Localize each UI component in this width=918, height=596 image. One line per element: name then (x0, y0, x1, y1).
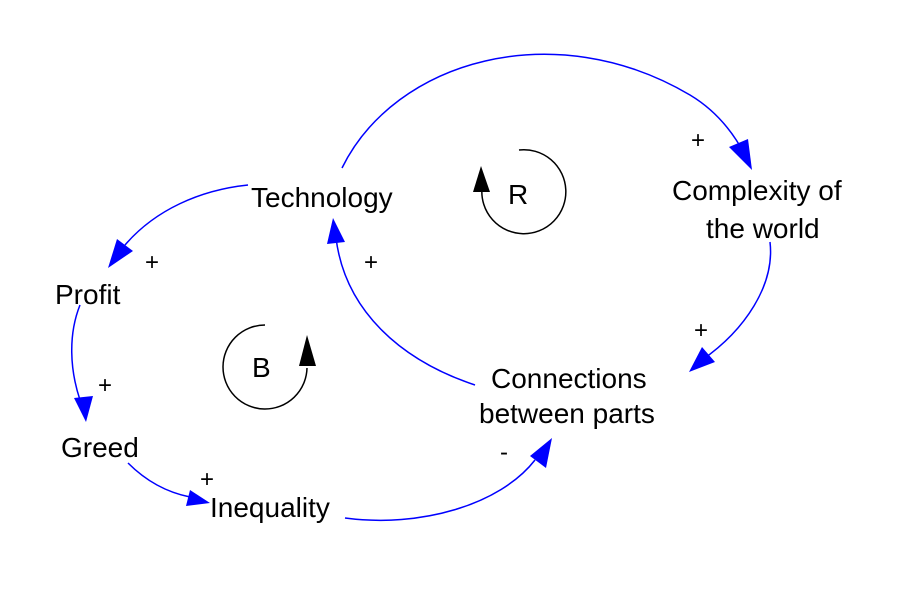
balancing-loop-arc (222, 324, 308, 410)
polarity-inequality-to-connections: - (500, 439, 508, 466)
polarity-signs: + + + + + + - (98, 127, 708, 493)
polarity-profit-to-greed: + (98, 372, 112, 399)
balancing-loop-label: B (252, 352, 271, 383)
node-profit: Profit (55, 279, 121, 310)
arrowhead-technology-to-complexity (729, 139, 752, 170)
arrowhead-greed-to-inequality (186, 490, 210, 506)
link-technology-to-profit (124, 184, 249, 246)
link-connections-to-technology (335, 237, 476, 386)
polarity-technology-to-profit: + (145, 249, 159, 276)
link-technology-to-complexity (341, 53, 746, 169)
node-complexity-line1: Complexity of (672, 175, 842, 206)
polarity-connections-to-technology: + (364, 249, 378, 276)
node-inequality: Inequality (210, 492, 330, 523)
reinforcing-loop-arrowhead (473, 166, 490, 192)
reinforcing-loop-label: R (508, 179, 528, 210)
arrowhead-profit-to-greed (74, 396, 93, 422)
arrowhead-technology-to-profit (108, 239, 133, 268)
arrowhead-connections-to-technology (327, 218, 345, 244)
node-connections-line2: between parts (479, 398, 655, 429)
polarity-greed-to-inequality: + (200, 466, 214, 493)
node-connections-line1: Connections (491, 363, 647, 394)
node-labels: Technology Complexity of the world Profi… (55, 175, 842, 523)
polarity-technology-to-complexity: + (691, 127, 705, 154)
link-profit-to-greed (71, 304, 81, 401)
loop-markers: R B (222, 148, 567, 410)
link-complexity-to-connections (701, 241, 772, 361)
link-inequality-to-connections (344, 459, 536, 522)
node-greed: Greed (61, 432, 139, 463)
reinforcing-loop-arc (481, 148, 567, 235)
node-complexity-line2: the world (706, 213, 820, 244)
link-greed-to-inequality (127, 462, 191, 498)
balancing-loop-arrowhead (299, 335, 316, 366)
arrowhead-inequality-to-connections (530, 438, 552, 468)
arrowhead-complexity-to-connections (689, 347, 715, 372)
links (71, 53, 772, 522)
node-technology: Technology (251, 182, 393, 213)
polarity-complexity-to-connections: + (694, 317, 708, 344)
